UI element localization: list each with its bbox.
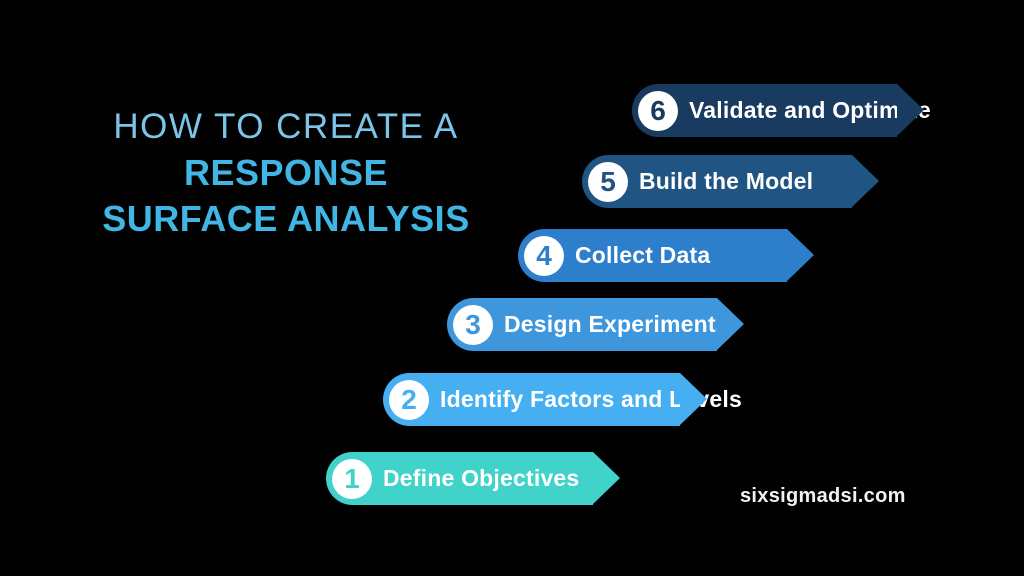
page-title: HOW TO CREATE A RESPONSE SURFACE ANALYSI… — [86, 104, 486, 242]
step-number: 1 — [344, 462, 360, 494]
step-number-circle: 6 — [638, 90, 678, 131]
arrow-tip-icon — [593, 452, 620, 504]
step-label: Validate and Optimize — [689, 97, 931, 123]
step-number: 6 — [650, 94, 666, 126]
step-number: 4 — [536, 239, 552, 271]
arrow-tip-icon — [717, 298, 744, 350]
step-number: 2 — [401, 383, 417, 415]
step-number-circle: 1 — [332, 458, 372, 499]
watermark-site-url: sixsigmadsi.com — [740, 485, 906, 507]
step-number-circle: 2 — [389, 379, 429, 420]
title-line-2: RESPONSE — [183, 152, 389, 193]
step-label: Define Objectives — [383, 465, 580, 491]
step-banner-body: 4 Collect Data — [518, 229, 787, 282]
title-line-3: SURFACE ANALYSIS — [102, 198, 470, 239]
step-label: Build the Model — [639, 168, 814, 194]
step-number: 5 — [600, 165, 616, 197]
arrow-tip-icon — [787, 229, 814, 281]
step-banner-body: 1 Define Objectives — [326, 452, 593, 505]
step-number: 3 — [465, 308, 481, 340]
step-label: Design Experiments — [504, 311, 729, 337]
step-banner-body: 5 Build the Model — [582, 155, 852, 208]
step-banner-body: 3 Design Experiments — [447, 298, 729, 351]
arrow-tip-icon — [852, 155, 879, 207]
step-label: Collect Data — [575, 242, 711, 268]
step-number-circle: 5 — [588, 161, 628, 202]
arrow-tip-icon — [680, 373, 707, 425]
step-number-circle: 3 — [453, 304, 493, 345]
step-banner-body: 2 Identify Factors and Levels — [383, 373, 742, 426]
step-banner-body: 6 Validate and Optimize — [632, 84, 931, 137]
arrow-tip-icon — [897, 84, 924, 136]
title-line-1: HOW TO CREATE A — [113, 107, 459, 146]
step-number-circle: 4 — [524, 235, 564, 276]
